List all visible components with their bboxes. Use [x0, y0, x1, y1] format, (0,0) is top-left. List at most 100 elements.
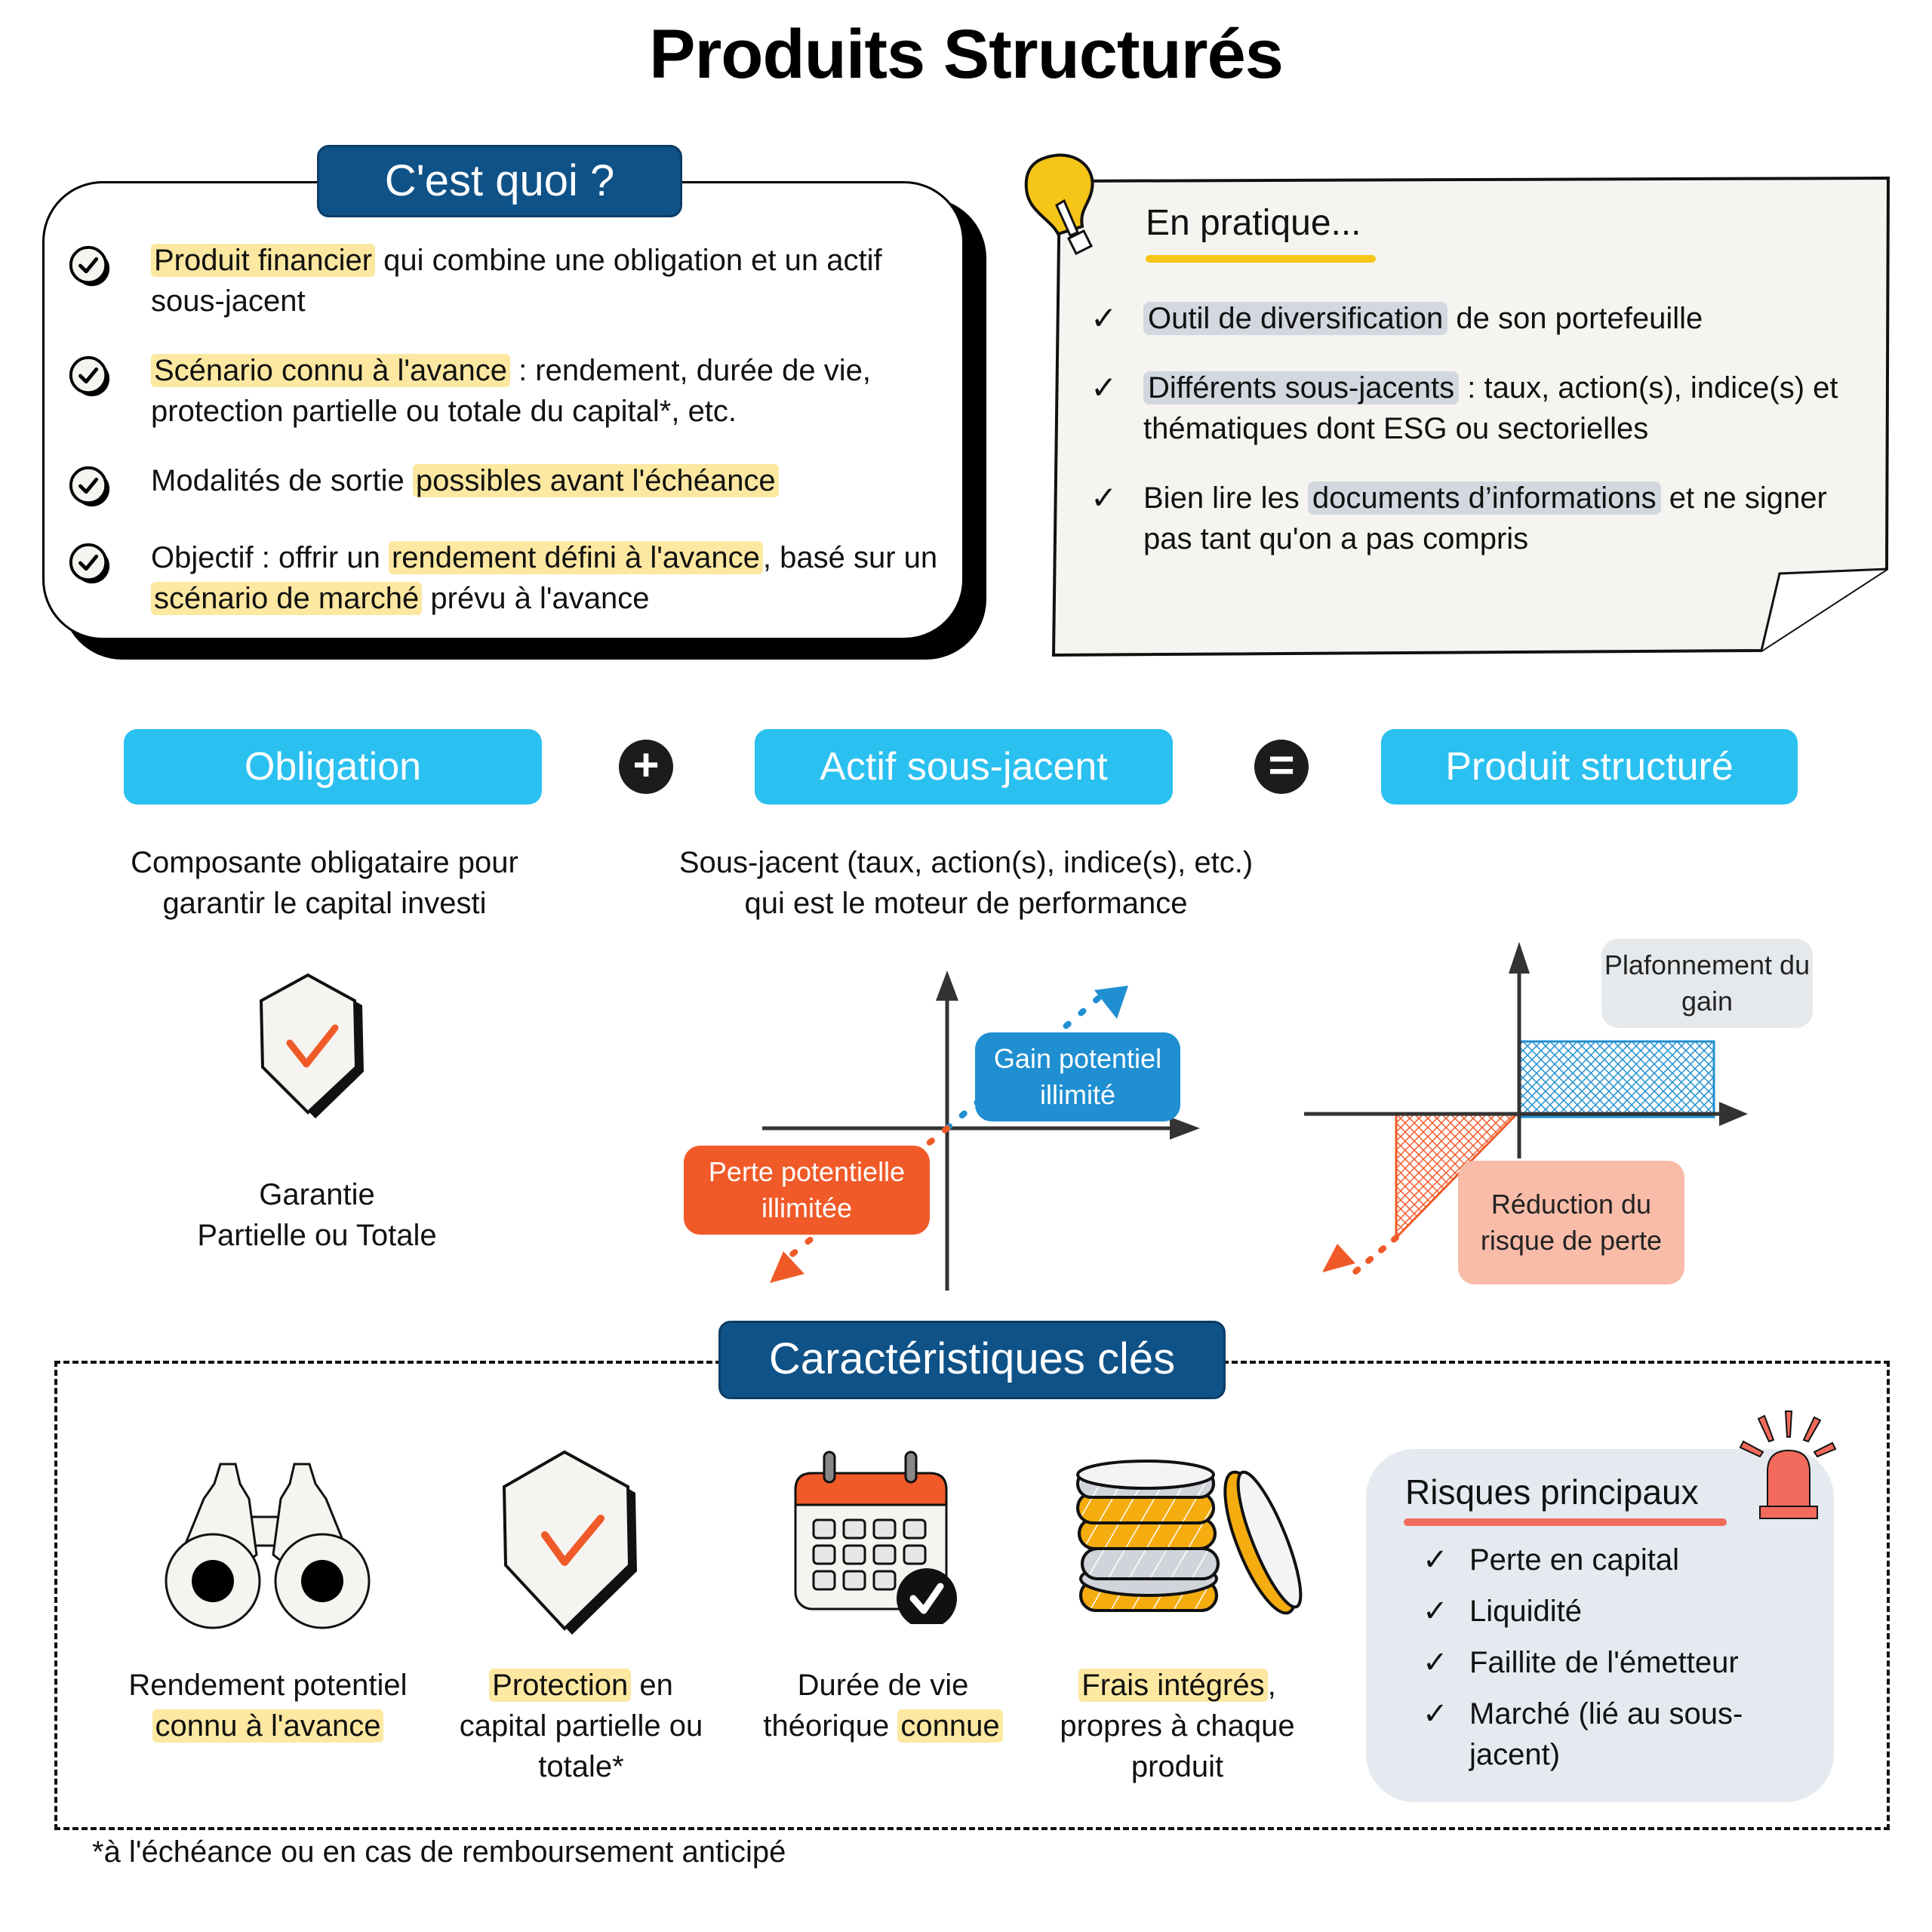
risk-item: ✓ Perte en capital: [1423, 1540, 1800, 1580]
produit-pill: Produit structuré: [1381, 729, 1798, 804]
check-circle-icon: [69, 466, 110, 507]
checkmark-icon: ✓: [1091, 480, 1118, 515]
highlighted-text: rendement défini à l'avance: [388, 541, 763, 574]
text: qui combine une obligation et un actif s…: [151, 244, 882, 318]
check-circle-icon: [69, 245, 110, 287]
actif-pill: Actif sous-jacent: [755, 729, 1173, 804]
shield-check-icon: [502, 1451, 637, 1635]
reduction-tag: Réduction du risque de perte: [1458, 1161, 1684, 1284]
pratique-item-text: Bien lire les documents d’informations e…: [1143, 478, 1853, 559]
highlighted-text: documents d’informations: [1307, 481, 1661, 515]
risk-item-text: Marché (lié au sous-jacent): [1469, 1697, 1743, 1771]
highlighted-text: connu à l'avance: [152, 1709, 384, 1743]
pratique-list: ✓ Outil de diversification de son portefe…: [1091, 298, 1853, 588]
risques-heading: Risques principaux: [1405, 1472, 1699, 1512]
produit-payoff-diagram: [1304, 942, 1748, 1275]
caracteristiques-heading: Caractéristiques clés: [718, 1321, 1226, 1399]
text: Bien lire les: [1143, 481, 1308, 515]
quoi-item: Scénario connu à l'avance : rendement, d…: [68, 350, 966, 432]
text: Modalités de sortie: [151, 464, 413, 497]
actif-description: Sous-jacent (taux, action(s), indice(s),…: [678, 846, 1254, 920]
pratique-note-paper: [1051, 176, 1890, 657]
coins-icon: [1076, 1460, 1303, 1615]
text: : taux, action(s), indice(s) et thématiq…: [1143, 371, 1838, 445]
gain-line: [944, 986, 1112, 1131]
alarm-siren-icon: [1739, 1411, 1837, 1519]
risk-item-text: Liquidité: [1469, 1595, 1583, 1628]
quoi-item-text: Produit financier qui combine une obliga…: [151, 240, 958, 321]
pratique-item: ✓ Outil de diversification de son portefe…: [1091, 298, 1853, 339]
calendar-grid: [812, 1518, 927, 1591]
check-circle-icon: [69, 355, 110, 397]
pratique-item: ✓ Différents sous-jacents : taux, action(…: [1091, 368, 1853, 449]
checkmark-icon: ✓: [1091, 370, 1118, 405]
loss-line: [1348, 1235, 1399, 1275]
feature-protection: Protection en capital partielle ou total…: [453, 1665, 709, 1787]
checkmark-icon: ✓: [1423, 1543, 1448, 1577]
text: , propres à chaque produit: [1060, 1669, 1295, 1783]
highlighted-text: Différents sous-jacents: [1143, 371, 1460, 405]
quoi-heading: C'est quoi ?: [317, 145, 682, 217]
perte-tag: Perte potentielle illimitée: [684, 1146, 930, 1235]
highlighted-text: scénario de marché: [151, 582, 423, 615]
page-title: Produits Structurés: [649, 16, 1284, 93]
x-axis-arrow: [1170, 1117, 1200, 1140]
footnote: *à l'échéance ou en cas de remboursement…: [92, 1835, 786, 1869]
checkmark-icon: ✓: [1423, 1697, 1448, 1730]
obligation-description: Composante obligataire pour garantir le …: [131, 846, 518, 920]
text: Durée de vie théorique: [763, 1669, 969, 1743]
garantie-label: Garantie Partielle ou Totale: [136, 1174, 498, 1256]
feature-frais: Frais intégrés, propres à chaque produit: [1049, 1665, 1306, 1787]
risk-item-text: Faillite de l'émetteur: [1469, 1646, 1739, 1679]
obligation-pill: Obligation: [124, 729, 542, 804]
checkmark-icon: ✓: [1091, 300, 1118, 336]
quoi-item-text: Objectif : offrir un rendement défini à …: [151, 537, 958, 619]
calendar-check-icon: [794, 1451, 957, 1624]
pratique-item-text: Différents sous-jacents : taux, action(s…: [1143, 368, 1853, 449]
plus-icon: +: [619, 740, 673, 794]
highlighted-text: Protection: [489, 1669, 632, 1702]
binoculars-icon: [165, 1463, 371, 1629]
highlighted-text: connue: [897, 1709, 1003, 1743]
gain-arrow: [1094, 986, 1128, 1019]
risk-item: ✓ Liquidité: [1423, 1591, 1800, 1632]
shield-check-icon: [259, 974, 364, 1118]
risques-heading-underline: [1404, 1518, 1727, 1526]
x-axis-arrow: [1719, 1102, 1748, 1126]
highlighted-text: Scénario connu à l'avance: [151, 354, 510, 387]
risk-item-text: Perte en capital: [1469, 1543, 1679, 1577]
plafond-tag: Plafonnement du gain: [1601, 939, 1813, 1028]
capped-gain-area: [1518, 1040, 1715, 1118]
quoi-list: Produit financier qui combine une obliga…: [68, 240, 966, 648]
risques-card: [1366, 1449, 1834, 1802]
quoi-item: Modalités de sortie possibles avant l'éc…: [68, 460, 966, 509]
pratique-heading: En pratique...: [1146, 203, 1361, 243]
equals-icon: =: [1254, 740, 1309, 794]
checkmark-icon: ✓: [1423, 1595, 1448, 1628]
gain-tag: Gain potentiel illimité: [975, 1032, 1180, 1121]
lightbulb-icon: [1024, 153, 1094, 256]
loss-arrow: [770, 1251, 804, 1283]
y-axis-arrow: [936, 971, 958, 1001]
risk-item: ✓ Marché (lié au sous-jacent): [1423, 1694, 1800, 1775]
pratique-item-text: Outil de diversification de son portefeu…: [1143, 298, 1703, 339]
loss-arrow: [1322, 1244, 1355, 1272]
checkmark-icon: ✓: [1423, 1646, 1448, 1679]
highlighted-text: Produit financier: [151, 244, 376, 277]
quoi-item-text: Scénario connu à l'avance : rendement, d…: [151, 350, 958, 432]
text: Objectif : offrir un: [151, 541, 389, 574]
text: Rendement potentiel: [128, 1669, 408, 1702]
text: : rendement, durée de vie, protection pa…: [151, 354, 872, 428]
pratique-heading-underline: [1146, 255, 1376, 263]
highlighted-text: Outil de diversification: [1143, 302, 1448, 335]
risk-item: ✓ Faillite de l'émetteur: [1423, 1642, 1800, 1683]
actif-payoff-diagram: [762, 971, 1200, 1291]
loss-line: [782, 1125, 950, 1263]
highlighted-text: possibles avant l'échéance: [412, 464, 779, 497]
garantie-line2: Partielle ou Totale: [197, 1219, 437, 1252]
quoi-item: Objectif : offrir un rendement défini à …: [68, 537, 966, 619]
feature-rendement: Rendement potentiel connu à l'avance: [113, 1665, 423, 1746]
text: de son portefeuille: [1447, 302, 1703, 335]
garantie-line1: Garantie: [259, 1178, 375, 1211]
y-axis-arrow: [1509, 942, 1530, 974]
